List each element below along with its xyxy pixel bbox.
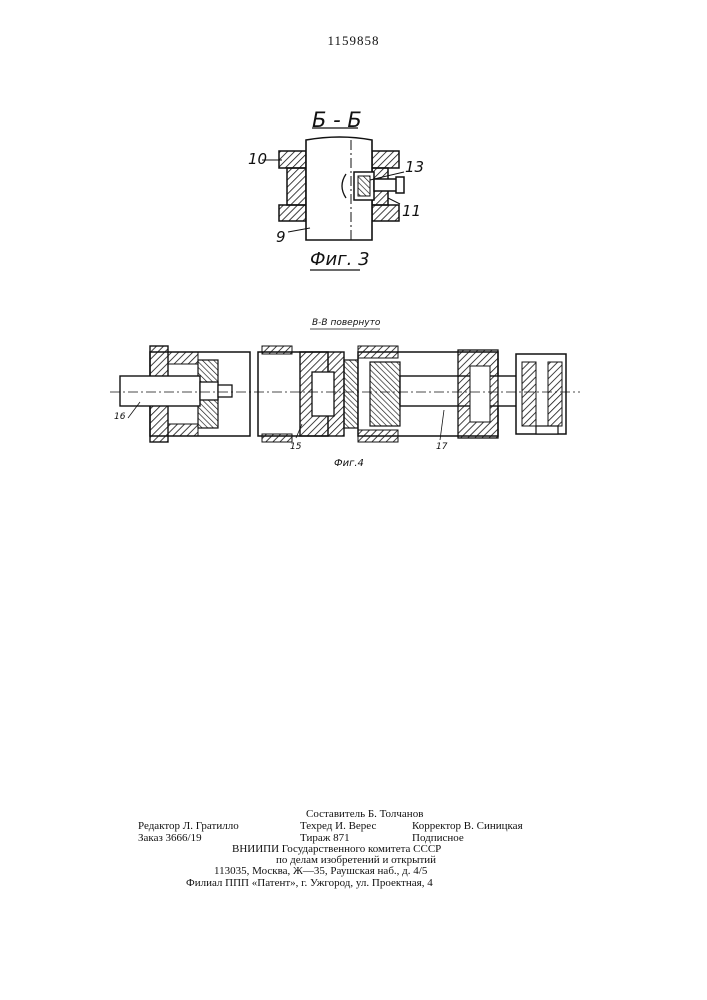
imprint-org-address: 113035, Москва, Ж—35, Раушская наб., д. … (214, 865, 427, 877)
imprint-compiler: Составитель Б. Толчанов (306, 808, 423, 820)
imprint-editor: Редактор Л. Гратилло (138, 820, 239, 832)
part-label-15: 15 (290, 442, 301, 452)
part-label-16: 16 (114, 412, 125, 422)
part-label-17: 17 (436, 442, 447, 452)
imprint-order: Заказ 3666/19 (138, 832, 202, 844)
imprint-tech-editor: Техред И. Верес (300, 820, 376, 832)
figure-4-caption: Фиг.4 (334, 458, 364, 469)
imprint-branch: Филиал ППП «Патент», г. Ужгород, ул. Про… (186, 877, 433, 889)
imprint-proofreader: Корректор В. Синицкая (412, 820, 523, 832)
